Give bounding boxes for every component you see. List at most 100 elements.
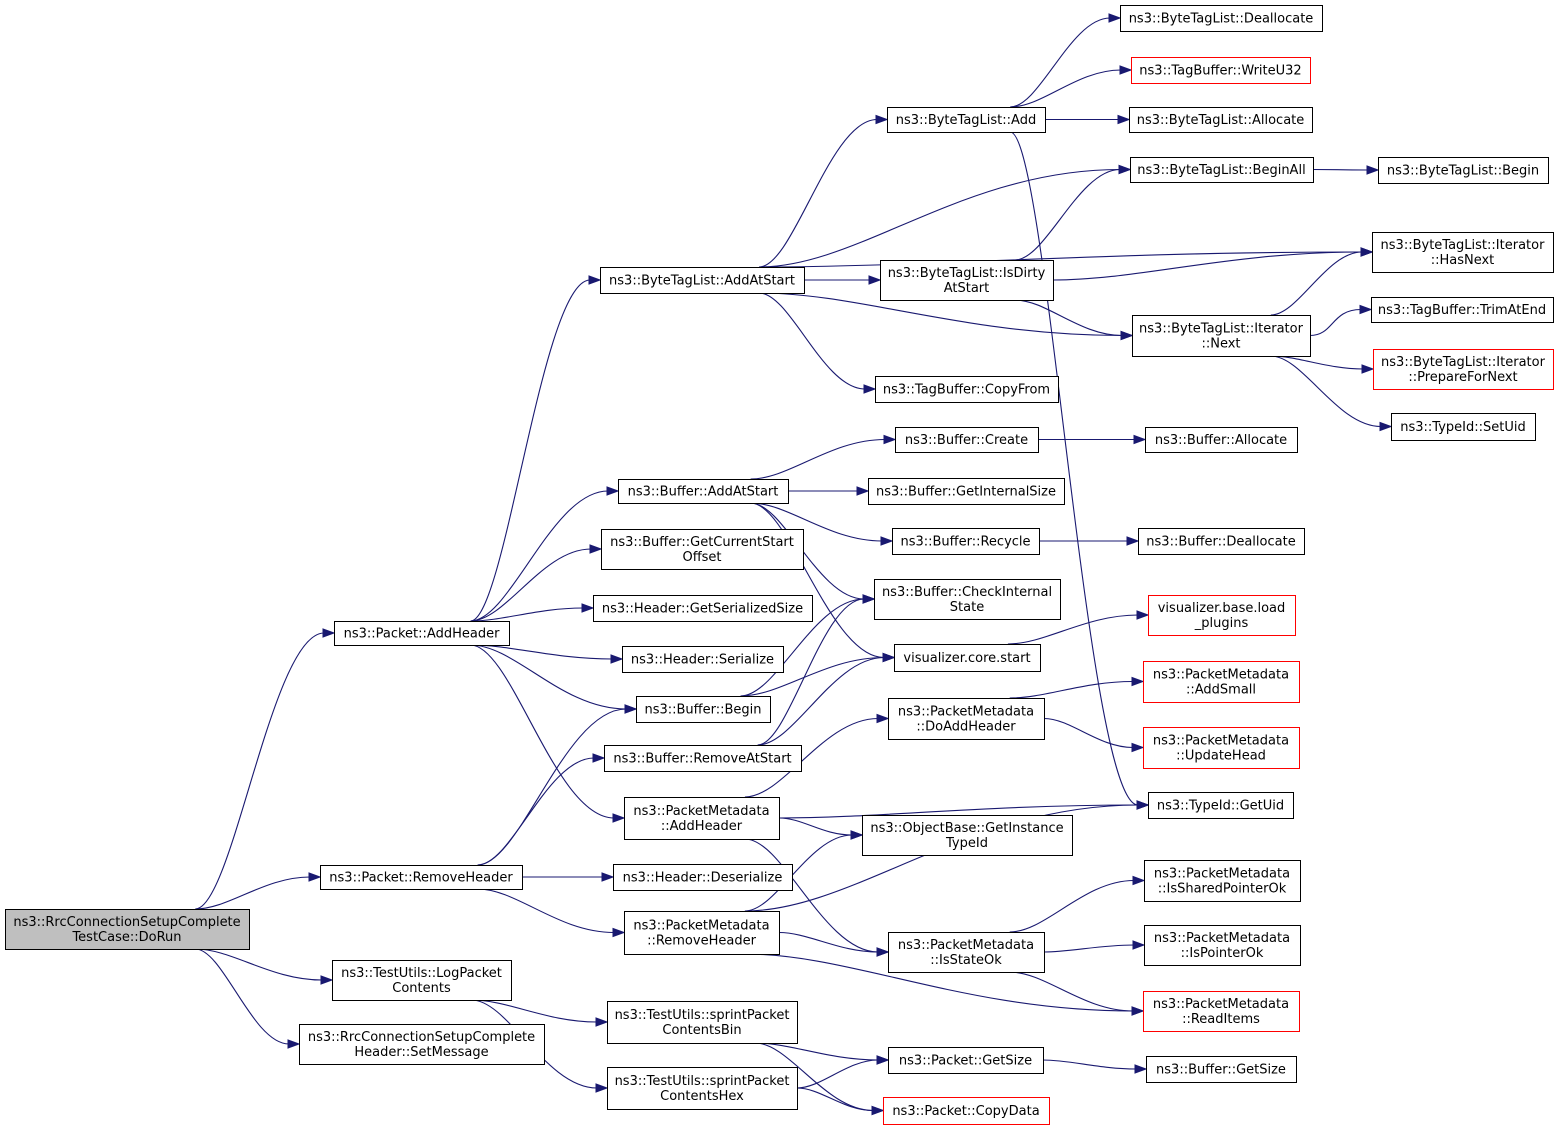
call-edge — [470, 490, 609, 622]
edge-arrowhead — [1136, 800, 1150, 810]
function-node-typeid-setuid[interactable]: ns3::TypeId::SetUid — [1391, 413, 1536, 441]
function-node-btl-it-next[interactable]: ns3::ByteTagList::Iterator::Next — [1132, 315, 1311, 357]
edge-arrowhead — [856, 486, 870, 496]
call-edge — [1043, 944, 1135, 953]
node-box — [1373, 349, 1554, 390]
function-node-vis-core-start[interactable]: visualizer.core.start — [894, 644, 1041, 672]
node-label: ::ReadItems — [1182, 1012, 1260, 1027]
function-node-tb-trimatend[interactable]: ns3::TagBuffer::TrimAtEnd — [1371, 297, 1554, 323]
function-node-buf-getsize[interactable]: ns3::Buffer::GetSize — [1146, 1056, 1297, 1083]
function-node-pm-addheader[interactable]: ns3::PacketMetadata::AddHeader — [624, 797, 780, 840]
function-node-btl-add[interactable]: ns3::ByteTagList::Add — [887, 107, 1046, 133]
call-edge — [1007, 614, 1139, 645]
node-label: ns3::ByteTagList::IsDirty — [888, 266, 1046, 281]
node-label: ns3::Packet::RemoveHeader — [329, 871, 513, 886]
function-node-buf-removeatstart[interactable]: ns3::Buffer::RemoveAtStart — [604, 745, 802, 772]
function-node-btl-begin[interactable]: ns3::ByteTagList::Begin — [1378, 157, 1549, 184]
node-label: ns3::TagBuffer::CopyFrom — [883, 383, 1050, 398]
function-node-buf-allocate[interactable]: ns3::Buffer::Allocate — [1145, 427, 1298, 453]
function-node-pkt-getsize[interactable]: ns3::Packet::GetSize — [888, 1047, 1044, 1074]
function-node-btl-it-preparefornext[interactable]: ns3::ByteTagList::Iterator::PrepareForNe… — [1373, 349, 1554, 390]
node-label: ns3::Buffer::GetInternalSize — [876, 485, 1056, 500]
node-box — [607, 1067, 798, 1110]
edge-arrowhead — [1131, 1006, 1145, 1016]
edge-arrowhead — [624, 704, 638, 714]
function-node-pkt-copydata[interactable]: ns3::Packet::CopyData — [883, 1097, 1050, 1125]
function-node-hdr-getserializedsize[interactable]: ns3::Header::GetSerializedSize — [593, 595, 813, 622]
function-node-btl-addatstart[interactable]: ns3::ByteTagList::AddAtStart — [600, 267, 805, 294]
node-label: ns3::ObjectBase::GetInstance — [870, 821, 1063, 836]
call-edge — [195, 876, 311, 910]
function-node-pm-addsmall[interactable]: ns3::PacketMetadata::AddSmall — [1143, 661, 1300, 703]
edge-arrowhead — [1131, 742, 1145, 753]
node-label: ::RemoveHeader — [647, 934, 757, 949]
function-node-hdr-deserialize[interactable]: ns3::Header::Deserialize — [613, 864, 793, 891]
function-node-btl-it-hasnext[interactable]: ns3::ByteTagList::Iterator::HasNext — [1372, 232, 1554, 273]
function-node-buf-getinternalsize[interactable]: ns3::Buffer::GetInternalSize — [868, 478, 1065, 505]
node-box — [1144, 925, 1301, 966]
edge-arrowhead — [589, 544, 603, 554]
function-node-buf-recycle[interactable]: ns3::Buffer::Recycle — [892, 528, 1040, 555]
node-box — [1143, 991, 1300, 1032]
function-node-pm-readitems[interactable]: ns3::PacketMetadata::ReadItems — [1143, 991, 1300, 1032]
node-label: ns3::Buffer::Deallocate — [1146, 535, 1295, 550]
node-box — [600, 267, 805, 294]
node-box — [1391, 413, 1536, 441]
function-node-pkt-addheader[interactable]: ns3::Packet::AddHeader — [334, 621, 510, 646]
function-node-buf-create[interactable]: ns3::Buffer::Create — [895, 427, 1039, 453]
node-label: ContentsHex — [660, 1089, 744, 1104]
node-label: ns3::ByteTagList::AddAtStart — [609, 274, 795, 289]
call-edge — [1014, 168, 1121, 261]
function-node-root[interactable]: ns3::RrcConnectionSetupCompleteTestCase:… — [5, 909, 250, 950]
function-node-btl-beginall[interactable]: ns3::ByteTagList::BeginAll — [1130, 157, 1314, 183]
function-node-pm-doaddheader[interactable]: ns3::PacketMetadata::DoAddHeader — [888, 698, 1045, 740]
edge-arrowhead — [1133, 434, 1147, 445]
edge-arrowhead — [863, 384, 877, 394]
call-edge — [1009, 680, 1134, 699]
function-node-buf-begin[interactable]: ns3::Buffer::Begin — [636, 696, 771, 723]
function-node-hdr-serialize[interactable]: ns3::Header::Serialize — [622, 646, 784, 673]
function-node-pkt-removeheader[interactable]: ns3::Packet::RemoveHeader — [320, 865, 523, 890]
function-node-tb-copyfrom[interactable]: ns3::TagBuffer::CopyFrom — [875, 376, 1059, 403]
edge-arrowhead — [1131, 676, 1145, 687]
function-node-pm-issharedpointerok[interactable]: ns3::PacketMetadata::IsSharedPointerOk — [1144, 860, 1301, 902]
edge-arrowhead — [1120, 330, 1134, 341]
node-box — [1138, 528, 1305, 555]
node-label: ns3::ByteTagList::Allocate — [1137, 113, 1305, 128]
node-label: ns3::ByteTagList::Iterator — [1381, 238, 1546, 253]
function-node-buf-deallocate[interactable]: ns3::Buffer::Deallocate — [1138, 528, 1305, 555]
function-node-pm-isstateok[interactable]: ns3::PacketMetadata::IsStateOk — [888, 932, 1045, 973]
call-edge — [755, 1042, 879, 1061]
edge-arrowhead — [850, 830, 864, 840]
call-edge — [195, 632, 325, 910]
call-edge — [1010, 17, 1111, 108]
edge-arrowhead — [876, 1055, 890, 1065]
function-node-pm-updatehead[interactable]: ns3::PacketMetadata::UpdateHead — [1143, 727, 1300, 769]
function-node-buf-addatstart[interactable]: ns3::Buffer::AddAtStart — [618, 479, 789, 504]
call-edge — [744, 838, 879, 953]
function-node-tb-writeu32[interactable]: ns3::TagBuffer::WriteU32 — [1131, 57, 1311, 84]
function-node-vis-loadplugins[interactable]: visualizer.base.load_plugins — [1148, 595, 1296, 636]
call-edge — [750, 502, 885, 659]
call-edge — [1009, 971, 1134, 1012]
function-node-btl-deallocate[interactable]: ns3::ByteTagList::Deallocate — [1120, 5, 1323, 32]
function-node-typeid-getuid[interactable]: ns3::TypeId::GetUid — [1148, 792, 1294, 819]
node-label: ::IsPointerOk — [1181, 946, 1264, 961]
node-label: ns3::PacketMetadata — [1154, 867, 1290, 882]
node-label: ns3::Buffer::CheckInternal — [882, 585, 1052, 600]
node-box — [636, 696, 771, 723]
edge-arrowhead — [1360, 247, 1374, 257]
function-node-pm-removeheader[interactable]: ns3::PacketMetadata::RemoveHeader — [624, 911, 780, 955]
function-node-pm-ispointerok[interactable]: ns3::PacketMetadata::IsPointerOk — [1144, 925, 1301, 966]
node-label: ns3::ByteTagList::Iterator — [1139, 322, 1304, 337]
function-node-rrc-setmessage[interactable]: ns3::RrcConnectionSetupCompleteHeader::S… — [299, 1024, 545, 1065]
function-node-btl-allocate[interactable]: ns3::ByteTagList::Allocate — [1129, 107, 1313, 133]
